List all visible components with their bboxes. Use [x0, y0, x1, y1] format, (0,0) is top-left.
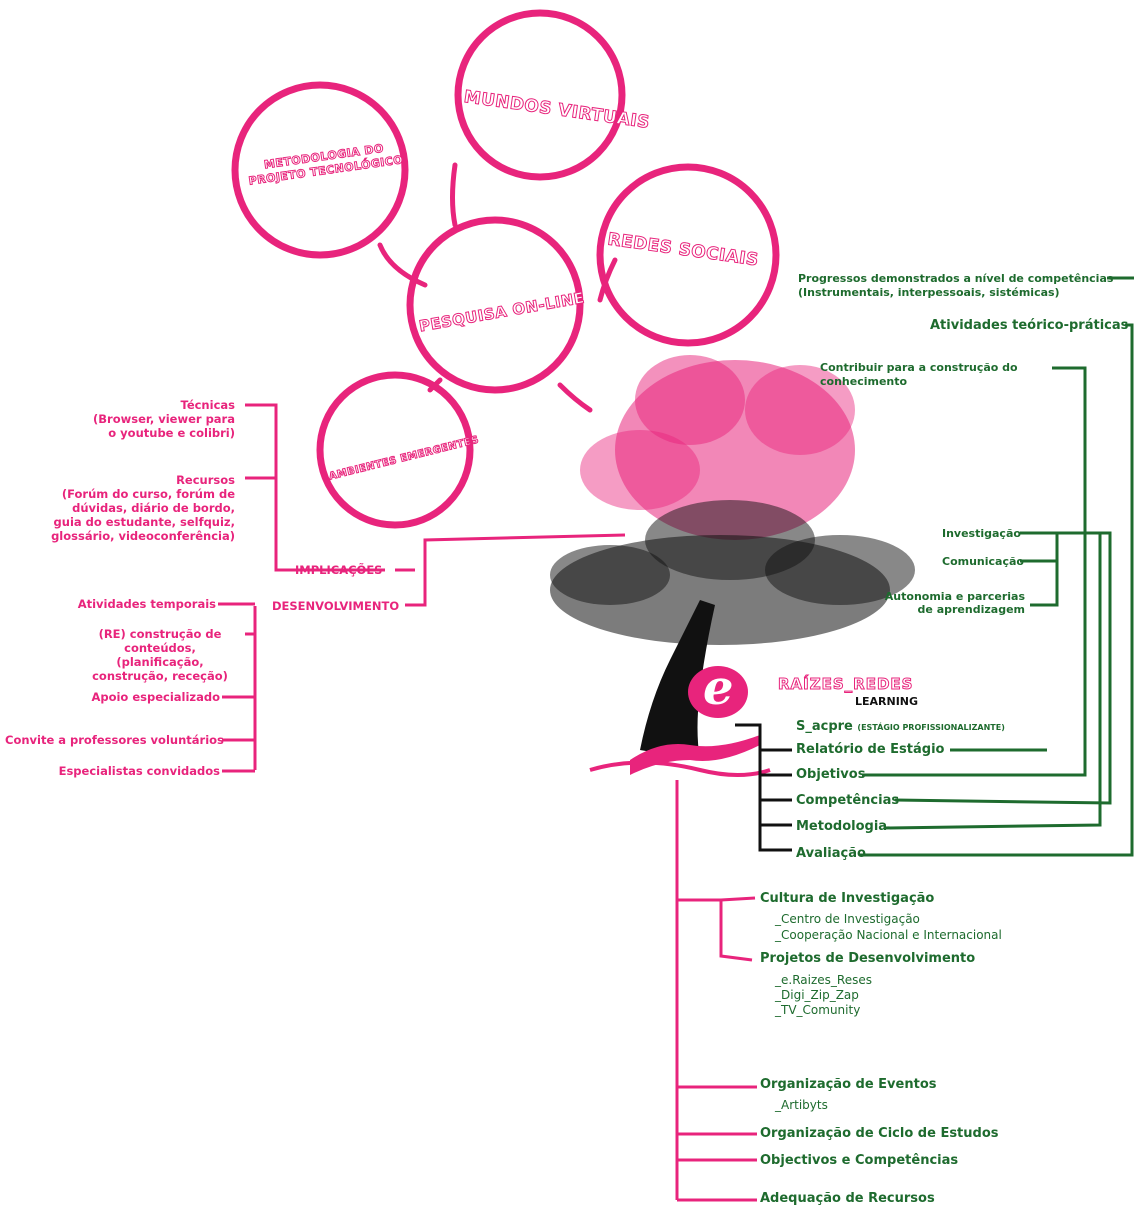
atividades-teorico-praticas: Atividades teórico-práticas	[930, 318, 1129, 333]
contribuir-line2: conhecimento	[820, 375, 908, 388]
projeto-digi: _Digi_Zip_Zap	[775, 988, 859, 1002]
objectivos-competencias: Objectivos e Competências	[760, 1153, 959, 1168]
tecnicas-title: Técnicas	[180, 398, 236, 412]
recursos-title: Recursos	[176, 473, 235, 487]
progressos-line2: (Instrumentais, interpessoais, sistémica…	[798, 286, 1060, 299]
logo-line1: RAÍZES_REDES	[777, 675, 914, 694]
desenvolvimento-label: DESENVOLVIMENTO	[272, 599, 400, 613]
convite-professores: Convite a professores voluntários	[5, 733, 224, 747]
metodologia-label: Metodologia	[796, 819, 888, 834]
relatorio-estagio: Relatório de Estágio	[796, 742, 945, 757]
centro-investigacao: _Centro de Investigação	[775, 912, 920, 926]
evento-artibyts: _Artibyts	[775, 1098, 828, 1112]
investigacao-label: Investigação	[942, 527, 1021, 540]
objetivos-label: Objetivos	[796, 767, 866, 782]
bubble-redes-sociais	[596, 163, 780, 347]
tecnicas-line2: o youtube e colibri)	[108, 426, 235, 440]
recursos-line4: glossário, videoconferência)	[51, 529, 235, 543]
logo-mark	[688, 666, 748, 718]
progressos-line1: Progressos demonstrados a nível de compe…	[798, 272, 1114, 285]
re-line4: construção, receção)	[92, 669, 228, 683]
autonomia-line1: Autonomia e parcerias	[884, 590, 1025, 603]
adequacao-recursos: Adequação de Recursos	[760, 1191, 935, 1206]
competencias-label: Competências	[796, 793, 900, 808]
atividades-temporais: Atividades temporais	[77, 597, 216, 611]
logo-line2: LEARNING	[855, 695, 919, 708]
avaliacao-label: Avaliação	[796, 846, 866, 861]
contribuir-line1: Contribuir para a construção do	[820, 361, 1018, 374]
sacpre-label: S_acpre (ESTÁGIO PROFISSIONALIZANTE)	[796, 719, 1005, 734]
tecnicas-line1: (Browser, viewer para	[93, 412, 235, 426]
projeto-tv: _TV_Comunity	[775, 1003, 861, 1017]
bubble-ambientes	[316, 371, 474, 529]
sacpre-subtitle: (ESTÁGIO PROFISSIONALIZANTE)	[857, 723, 1005, 732]
cooperacao-nacional: _Cooperação Nacional e Internacional	[775, 928, 1002, 942]
recursos-line2: dúvidas, diário de bordo,	[72, 501, 235, 515]
pink-connectors	[218, 403, 757, 1202]
re-line1: (RE) construção de	[98, 627, 222, 641]
tree-roots	[630, 735, 760, 775]
green-connectors	[860, 276, 1134, 857]
especialistas-convidados: Especialistas convidados	[58, 764, 220, 778]
apoio-especializado: Apoio especializado	[91, 690, 220, 704]
bubble-metodologia	[231, 81, 409, 259]
sacpre-title: S_acpre	[796, 719, 853, 734]
projeto-raizes: _e.Raizes_Reses	[775, 973, 872, 987]
tree-canopy-black	[550, 500, 915, 645]
tree-trunk	[640, 600, 715, 760]
tree-canopy-pink	[580, 355, 855, 540]
autonomia-line2: de aprendizagem	[917, 603, 1025, 616]
implicacoes-label: IMPLICAÇÕES	[295, 563, 383, 577]
re-line3: (planificação,	[116, 655, 204, 669]
organizacao-eventos: Organização de Eventos	[760, 1077, 937, 1092]
comunicacao-label: Comunicação	[942, 555, 1024, 568]
bubble-mundos-virtuais	[454, 9, 626, 181]
recursos-line3: guia do estudante, selfquiz,	[53, 515, 235, 529]
organizacao-ciclo: Organização de Ciclo de Estudos	[760, 1126, 999, 1141]
black-connectors	[735, 723, 792, 852]
cultura-investigacao: Cultura de Investigação	[760, 891, 935, 906]
bubble-tendrils	[377, 162, 618, 413]
recursos-line1: (Forúm do curso, forúm de	[61, 487, 235, 501]
bubble-pesquisa	[406, 216, 584, 394]
bubble-group	[231, 9, 780, 529]
projetos-desenvolvimento: Projetos de Desenvolvimento	[760, 951, 976, 966]
re-line2: conteúdos,	[124, 641, 196, 655]
logo-e: e	[703, 660, 734, 716]
tree-roots-lower	[589, 760, 771, 777]
